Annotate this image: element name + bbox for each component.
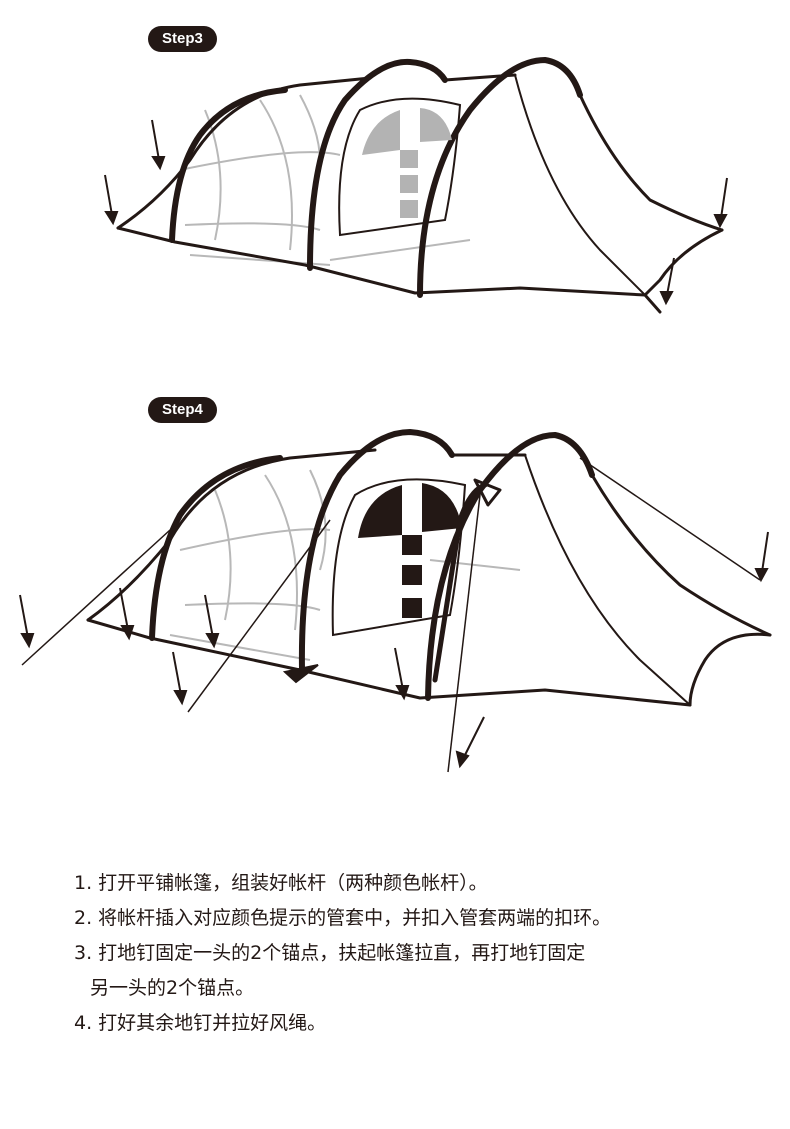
- step3-tent-illustration: [104, 57, 728, 314]
- tent-outline: [86, 429, 772, 707]
- guy-lines: [21, 457, 761, 773]
- stake-arrows: [19, 531, 769, 769]
- tent-outline: [116, 57, 724, 314]
- door-panel: [338, 97, 462, 237]
- step4-badge: Step4: [148, 397, 217, 423]
- step4-tent-illustration: [19, 429, 772, 773]
- instruction-4: 4. 打好其余地钉并拉好风绳。: [74, 1012, 327, 1034]
- instruction-1: 1. 打开平铺帐篷，组装好帐杆（两种颜色帐杆）。: [74, 872, 488, 894]
- door-panel: [331, 478, 467, 637]
- instruction-3-continued: 另一头的2个锚点。: [90, 977, 255, 999]
- step3-badge: Step3: [148, 26, 217, 52]
- stake-arrows: [104, 119, 728, 306]
- instruction-3: 3. 打地钉固定一头的2个锚点，扶起帐篷拉直，再打地钉固定: [74, 942, 586, 964]
- instruction-2: 2. 将帐杆插入对应颜色提示的管套中，并扣入管套两端的扣环。: [74, 907, 612, 929]
- instructions-block: 1. 打开平铺帐篷，组装好帐杆（两种颜色帐杆）。 2. 将帐杆插入对应颜色提示的…: [74, 866, 774, 1041]
